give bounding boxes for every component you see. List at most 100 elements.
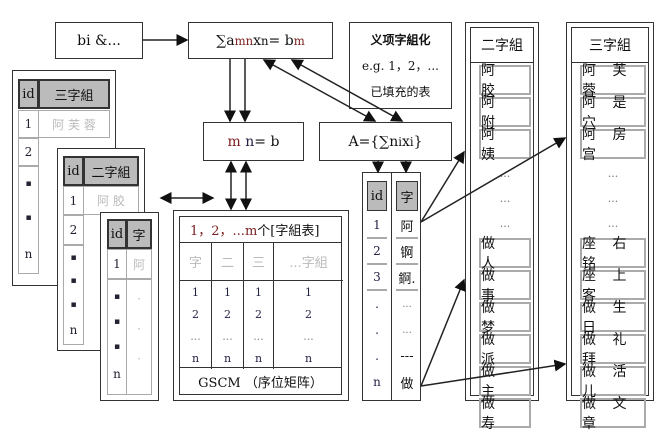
bi-label: bi &... bbox=[77, 32, 121, 49]
row-id: 2 bbox=[63, 215, 84, 245]
id-cell: . bbox=[375, 297, 379, 311]
note-title: 义项字組化 bbox=[370, 32, 431, 47]
mnb-m: m bbox=[227, 133, 241, 150]
a-x: x bbox=[401, 133, 410, 150]
gscm-value: ... bbox=[222, 329, 233, 343]
gscm-value: 1 bbox=[305, 285, 312, 299]
dot: ▪ bbox=[25, 213, 32, 223]
eq-sub-m: m bbox=[293, 33, 305, 48]
three-char-inner: 三字組阿 芙 蓉阿 是 穴阿 房 宫.........座 右 铭座 上 客做 生… bbox=[571, 27, 649, 432]
id-cell: . bbox=[375, 349, 379, 363]
gscm-title-rest: 个[字組表] bbox=[257, 224, 320, 239]
list-item: 阿 芙 蓉 bbox=[580, 63, 646, 99]
gscm-value: 2 bbox=[305, 307, 312, 321]
char-cell: 阿 bbox=[396, 213, 418, 239]
gscm-value: 1 bbox=[192, 285, 199, 299]
gscm-col-header: ...字組 bbox=[274, 243, 343, 281]
list-item: 阿 姨 bbox=[479, 127, 531, 163]
gscm-value: 2 bbox=[192, 307, 199, 321]
arrow-sum-a-2 bbox=[290, 59, 404, 122]
gscm-value: ... bbox=[303, 329, 314, 343]
char-cell: --- bbox=[400, 348, 414, 364]
ellipsis: ... bbox=[607, 217, 619, 230]
ellipsis: ... bbox=[499, 217, 511, 230]
dot: · bbox=[137, 352, 141, 366]
eq-sub-mn: mn bbox=[234, 33, 254, 48]
dot: · bbox=[137, 292, 141, 306]
id-cell: 3 bbox=[367, 265, 387, 291]
char-cell: 做 bbox=[400, 376, 414, 392]
list-item: 做 人 bbox=[479, 236, 531, 272]
list-item: 做 生 日 bbox=[580, 300, 646, 336]
char-cell: 錒. bbox=[396, 265, 418, 291]
two-char-column: 二字組阿 胶阿 附阿 姨.........做 人做 事做 梦做 派做 主做 寿 bbox=[465, 22, 539, 432]
a-text: A={∑n bbox=[348, 133, 399, 150]
char-col: 字 阿锕錒.......---做 bbox=[394, 173, 419, 400]
char-header: 字 bbox=[126, 219, 152, 249]
a-close: } bbox=[413, 133, 423, 150]
gscm-footer: GSCM （序位矩阵） bbox=[180, 367, 341, 394]
row-ids-rest: ▪▪▪n bbox=[63, 245, 84, 345]
list-item: 做 礼 拜 bbox=[580, 332, 646, 368]
eq-a: ∑a bbox=[216, 32, 235, 49]
a-i2: i bbox=[409, 134, 414, 149]
dot: ▪ bbox=[70, 299, 77, 310]
gscm-col-header: 字 bbox=[180, 243, 212, 281]
mn-b-box: m n = b bbox=[203, 122, 304, 161]
row-ids-rest: ▪▪n bbox=[18, 166, 39, 274]
gscm-col: 1 2... n bbox=[274, 281, 343, 369]
ellipsis: ... bbox=[607, 192, 619, 205]
a-i: i bbox=[398, 134, 402, 149]
list-item: 做 活 儿 bbox=[580, 364, 646, 400]
gscm-value: n bbox=[191, 351, 200, 365]
eq-b: = b bbox=[268, 32, 294, 49]
table-char: id 字 1 阿 ▪▪▪n ··· bbox=[100, 212, 159, 401]
gscm-col: 1 2... n bbox=[212, 281, 244, 369]
dot: ▪ bbox=[113, 292, 121, 302]
arrows-layer bbox=[143, 34, 567, 387]
three-char-column: 三字組阿 芙 蓉阿 是 穴阿 房 宫.........座 右 铭座 上 客做 生… bbox=[566, 22, 654, 432]
gscm-title-nums: 1，2，...m bbox=[190, 224, 258, 239]
gscm-value: n bbox=[254, 351, 263, 365]
id-header: id bbox=[367, 181, 387, 211]
id-cell: . bbox=[375, 323, 379, 337]
gscm-col: 1 2... n bbox=[244, 281, 274, 369]
dot: ▪ bbox=[25, 179, 32, 189]
n-label: n bbox=[69, 323, 78, 338]
list-item: 做 派 bbox=[479, 332, 531, 368]
char-header: 字 bbox=[396, 181, 418, 211]
id-cell: n bbox=[373, 375, 381, 389]
dot: · bbox=[137, 322, 141, 336]
gscm-value: 2 bbox=[255, 307, 262, 321]
arrow-a-to-three bbox=[420, 137, 567, 223]
gscm-value: 2 bbox=[224, 307, 231, 321]
row-value: 阿 bbox=[126, 249, 152, 279]
gscm-value: ... bbox=[253, 329, 264, 343]
arrow-a-to-two bbox=[420, 150, 465, 223]
mnb-rest: = b bbox=[254, 133, 280, 150]
gscm-col-header: 三 bbox=[244, 243, 274, 281]
mnb-n: n bbox=[245, 133, 255, 150]
row-value: 阿 芙 蓉 bbox=[38, 110, 110, 138]
eq-sub-n: n bbox=[261, 33, 269, 48]
list-item: 阿 胶 bbox=[479, 63, 531, 99]
arrow-sum-a-1 bbox=[262, 59, 377, 122]
gscm-value: n bbox=[223, 351, 232, 365]
char-cell: ... bbox=[402, 324, 412, 336]
two-char-header: 二字組 bbox=[471, 28, 533, 63]
char-cell: ... bbox=[402, 298, 412, 310]
gscm-value: ... bbox=[190, 329, 201, 343]
n-label: n bbox=[113, 367, 121, 381]
gscm-value: 1 bbox=[224, 285, 231, 299]
gscm-value: 1 bbox=[255, 285, 262, 299]
dot: ▪ bbox=[113, 342, 121, 352]
gscm-value: n bbox=[304, 351, 313, 365]
ellipsis: ... bbox=[499, 192, 511, 205]
three-header: 三字組 bbox=[38, 79, 110, 109]
